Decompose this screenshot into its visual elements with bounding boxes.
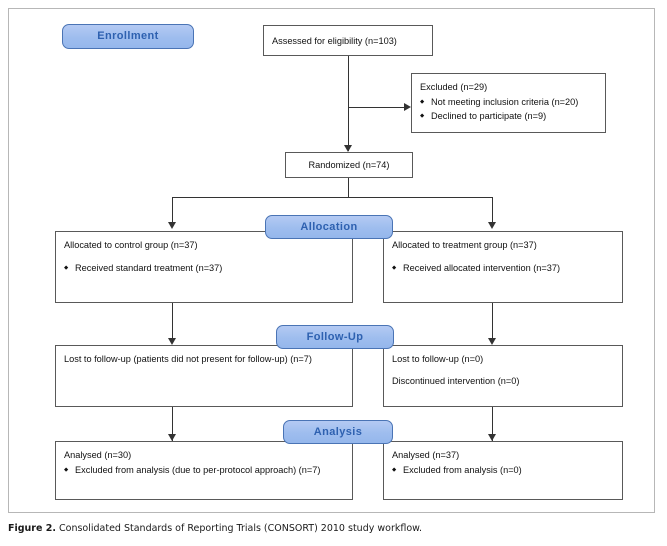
connector-alloc-to-followup-left: [172, 303, 173, 341]
node-assessed-for-eligibility: Assessed for eligibility (n=103): [263, 25, 433, 56]
connector-alloc-to-followup-right: [492, 303, 493, 341]
connector-randomized-stem: [348, 178, 349, 197]
node-analysis-control-bullets: Excluded from analysis (due to per-proto…: [64, 464, 344, 477]
stage-pill-analysis-label: Analysis: [313, 426, 363, 438]
list-item: Excluded from analysis (n=0): [392, 464, 614, 477]
list-item: Received standard treatment (n=37): [64, 262, 344, 275]
node-analysis-treatment: Analysed (n=37) Excluded from analysis (…: [383, 441, 623, 500]
arrowhead-followup-right: [488, 338, 496, 345]
stage-pill-enrollment: Enrollment: [62, 24, 194, 49]
node-followup-control: Lost to follow-up (patients did not pres…: [55, 345, 353, 407]
arrowhead-analysis-left: [168, 434, 176, 441]
node-followup-control-text: Lost to follow-up (patients did not pres…: [64, 354, 312, 364]
node-randomized-text: Randomized (n=74): [308, 160, 390, 170]
arrowhead-to-randomized: [344, 145, 352, 152]
arrowhead-analysis-right: [488, 434, 496, 441]
node-followup-treatment: Lost to follow-up (n=0) Discontinued int…: [383, 345, 623, 407]
node-randomized: Randomized (n=74): [285, 152, 413, 178]
node-analysis-treatment-bullets: Excluded from analysis (n=0): [392, 464, 614, 477]
arrowhead-to-excluded: [404, 103, 411, 111]
figure-caption-label: Figure 2.: [8, 523, 56, 534]
connector-split-left: [172, 197, 173, 225]
connector-split-right: [492, 197, 493, 225]
node-followup-treatment-line1: Lost to follow-up (n=0): [392, 354, 484, 364]
connector-assessed-to-randomized: [348, 56, 349, 151]
node-allocated-treatment-bullets: Received allocated intervention (n=37): [392, 262, 614, 275]
arrowhead-allocation-left: [168, 222, 176, 229]
stage-pill-followup-label: Follow-Up: [306, 331, 364, 343]
node-assessed-text: Assessed for eligibility (n=103): [272, 35, 397, 46]
node-followup-treatment-line2: Discontinued intervention (n=0): [392, 376, 520, 386]
stage-pill-analysis: Analysis: [283, 420, 393, 444]
stage-pill-enrollment-label: Enrollment: [97, 30, 159, 42]
node-excluded: Excluded (n=29) Not meeting inclusion cr…: [411, 73, 606, 133]
node-allocated-treatment-title: Allocated to treatment group (n=37): [392, 240, 537, 250]
figure-caption-text: Consolidated Standards of Reporting Tria…: [59, 523, 423, 534]
node-allocated-control: Allocated to control group (n=37) Receiv…: [55, 231, 353, 303]
node-analysis-control: Analysed (n=30) Excluded from analysis (…: [55, 441, 353, 500]
stage-pill-allocation-label: Allocation: [300, 221, 358, 233]
node-allocated-control-title: Allocated to control group (n=37): [64, 240, 198, 250]
node-allocated-treatment: Allocated to treatment group (n=37) Rece…: [383, 231, 623, 303]
arrowhead-followup-left: [168, 338, 176, 345]
stage-pill-followup: Follow-Up: [276, 325, 394, 349]
list-item: Not meeting inclusion criteria (n=20): [420, 96, 597, 109]
stage-pill-allocation: Allocation: [265, 215, 393, 239]
list-item: Excluded from analysis (due to per-proto…: [64, 464, 337, 477]
node-excluded-bullets: Not meeting inclusion criteria (n=20) De…: [420, 96, 597, 123]
list-item: Received allocated intervention (n=37): [392, 262, 614, 275]
connector-followup-to-analysis-right: [492, 407, 493, 441]
list-item: Declined to participate (n=9): [420, 110, 597, 123]
connector-followup-to-analysis-left: [172, 407, 173, 441]
node-allocated-control-bullets: Received standard treatment (n=37): [64, 262, 344, 275]
connector-to-excluded: [348, 107, 407, 108]
connector-randomized-split: [172, 197, 493, 198]
node-excluded-title: Excluded (n=29): [420, 82, 488, 92]
figure-caption: Figure 2. Consolidated Standards of Repo…: [8, 522, 648, 535]
arrowhead-allocation-right: [488, 222, 496, 229]
node-analysis-treatment-title: Analysed (n=37): [392, 450, 460, 460]
node-analysis-control-title: Analysed (n=30): [64, 450, 132, 460]
